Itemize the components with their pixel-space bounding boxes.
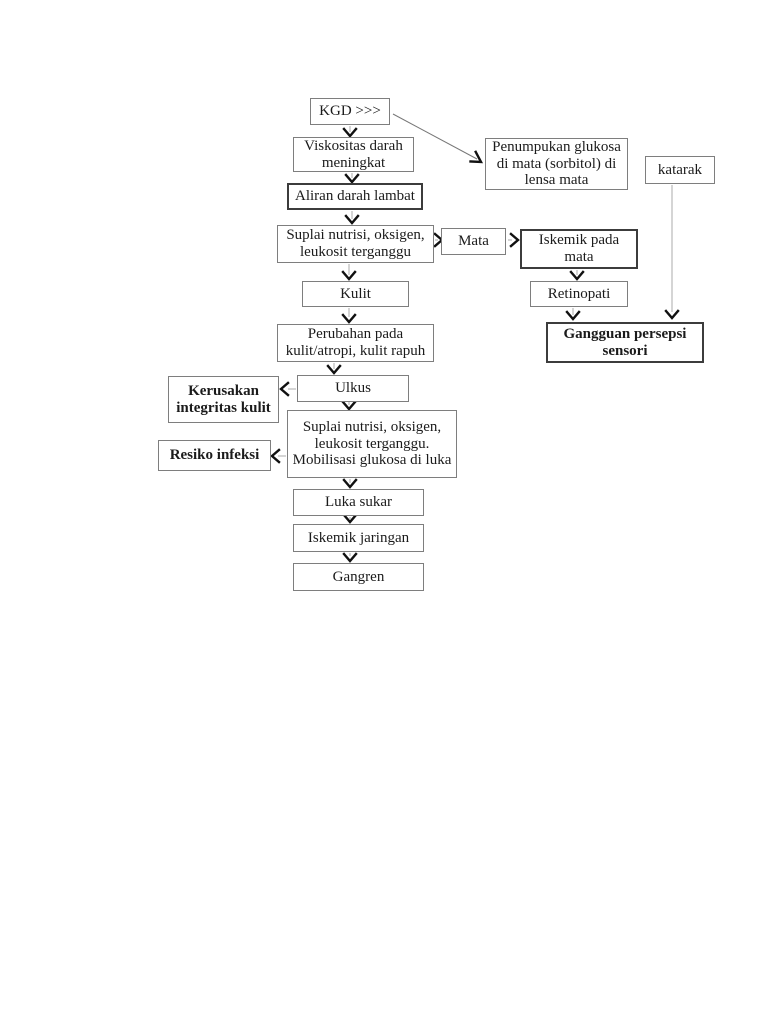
- node-aliran-label: Aliran darah lambat: [295, 188, 415, 205]
- node-kgd-label: KGD >>>: [319, 103, 381, 120]
- node-iskemik-jaringan: Iskemik jaringan: [293, 524, 424, 552]
- node-gangren-label: Gangren: [332, 568, 385, 585]
- node-suplai-nutrisi-2: Suplai nutrisi, oksigen, leukosit tergan…: [287, 410, 457, 478]
- node-ulkus: Ulkus: [297, 375, 409, 402]
- node-gangguan-label: Gangguan persepsi sensori: [563, 325, 687, 359]
- node-iskemikjar-label: Iskemik jaringan: [307, 529, 410, 546]
- node-kulit: Kulit: [302, 281, 409, 307]
- node-katarak-label: katarak: [657, 161, 703, 178]
- node-penumpukan-glukosa: Penumpukan glukosa di mata (sorbitol) di…: [485, 138, 628, 190]
- node-kerusakan-label: Kerusakan integritas kulit: [176, 382, 271, 416]
- node-kulit-label: Kulit: [340, 285, 371, 302]
- node-perubahan-label: Perubahan pada kulit/atropi, kulit rapuh: [285, 326, 426, 359]
- node-iskemik-pada-mata: Iskemik pada mata: [520, 229, 638, 269]
- node-suplai-nutrisi-1: Suplai nutrisi, oksigen, leukosit tergan…: [277, 225, 434, 263]
- node-aliran-darah-lambat: Aliran darah lambat: [287, 183, 423, 210]
- node-gangren: Gangren: [293, 563, 424, 591]
- node-resiko-infeksi: Resiko infeksi: [158, 440, 271, 471]
- node-luka-label: Luka sukar: [324, 494, 393, 511]
- node-kerusakan-integritas-kulit: Kerusakan integritas kulit: [168, 376, 279, 423]
- node-retinopati: Retinopati: [530, 281, 628, 307]
- node-viskositas-darah: Viskositas darah meningkat: [293, 137, 414, 172]
- node-ulkus-label: Ulkus: [335, 380, 371, 397]
- node-retinopati-label: Retinopati: [547, 285, 611, 302]
- node-katarak: katarak: [645, 156, 715, 184]
- node-suplai2-label: Suplai nutrisi, oksigen, leukosit tergan…: [292, 419, 452, 469]
- node-gangguan-persepsi-sensori: Gangguan persepsi sensori: [546, 322, 704, 363]
- node-mata: Mata: [441, 228, 506, 255]
- node-resiko-label: Resiko infeksi: [169, 447, 260, 464]
- node-viskositas-label: Viskositas darah meningkat: [304, 137, 403, 171]
- node-iskemikmata-label: Iskemik pada mata: [538, 232, 620, 265]
- node-luka-sukar: Luka sukar: [293, 489, 424, 516]
- node-perubahan-pada-kulit: Perubahan pada kulit/atropi, kulit rapuh: [277, 324, 434, 362]
- node-mata-label: Mata: [458, 233, 489, 250]
- node-kgd: KGD >>>: [310, 98, 390, 125]
- node-suplai1-label: Suplai nutrisi, oksigen, leukosit tergan…: [286, 227, 425, 260]
- node-penumpukan-label: Penumpukan glukosa di mata (sorbitol) di…: [492, 138, 621, 189]
